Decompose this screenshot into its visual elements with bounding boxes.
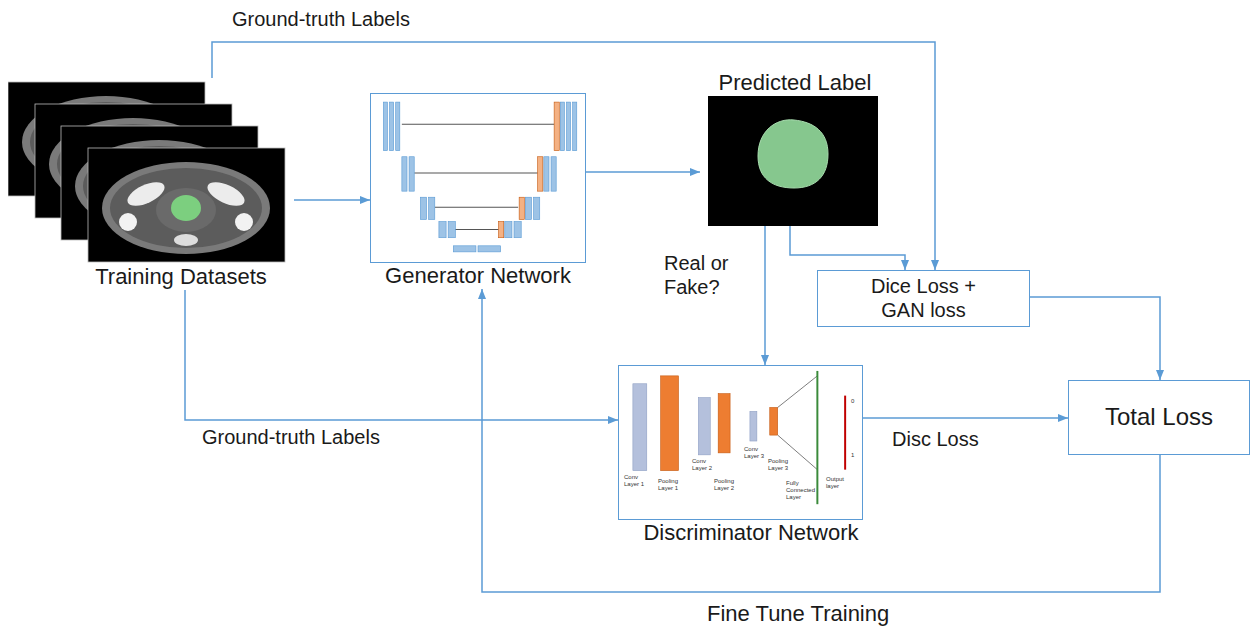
illustration-part xyxy=(414,172,537,173)
connector xyxy=(212,42,935,270)
illustration-part xyxy=(778,376,818,408)
layer-label: Conv Layer 3 xyxy=(744,446,768,460)
illustration-part xyxy=(758,120,828,188)
node-label: Generator Network xyxy=(370,263,586,289)
loss-box: Total Loss xyxy=(1068,380,1250,455)
illustration-part xyxy=(514,222,521,238)
layer-label: Fully Connected Layer xyxy=(786,480,814,501)
illustration-part xyxy=(534,197,540,219)
node-label: Training Datasets xyxy=(8,264,294,290)
illustration-part xyxy=(573,102,577,151)
illustration-part xyxy=(448,222,455,238)
illustration-part xyxy=(750,411,757,441)
layer-label: Conv Layer 2 xyxy=(692,458,718,472)
layer-label: 1 xyxy=(851,452,859,459)
illustration-part xyxy=(844,396,846,470)
edge-label: Real or Fake? xyxy=(662,252,758,299)
illustration-part xyxy=(171,195,201,221)
illustration-part xyxy=(554,102,559,151)
label-image: Predicted Label xyxy=(700,70,890,226)
illustration-part xyxy=(778,435,818,470)
illustration-part xyxy=(519,197,524,219)
unet-figure xyxy=(371,94,585,262)
edge-label: Ground-truth Labels xyxy=(230,8,412,32)
illustration-part xyxy=(538,157,543,191)
illustration-part xyxy=(453,246,476,252)
illustration-part xyxy=(383,102,387,151)
illustration-part xyxy=(551,157,556,191)
illustration-part xyxy=(383,102,576,252)
illustration-part xyxy=(661,376,679,471)
illustration-part xyxy=(429,197,435,219)
illustration-part xyxy=(453,229,498,230)
illustration-part xyxy=(770,407,778,435)
connector xyxy=(185,290,618,420)
network-frame xyxy=(618,365,863,520)
illustration-part xyxy=(708,96,878,226)
node-label: Dice Loss + GAN loss xyxy=(859,275,989,322)
illustration-part xyxy=(505,222,512,238)
connector xyxy=(482,289,1160,592)
illustration-part xyxy=(478,246,501,252)
label-image xyxy=(708,96,878,226)
illustration-part xyxy=(525,197,531,219)
layer-label: Pooling Layer 2 xyxy=(714,478,740,492)
connector xyxy=(294,199,370,201)
illustration-part xyxy=(560,102,564,151)
illustration-part xyxy=(499,222,504,238)
illustration-part xyxy=(88,148,285,262)
illustration-part xyxy=(499,102,560,238)
cnn-figure xyxy=(619,366,862,519)
image-stack: Training Datasets xyxy=(8,78,294,290)
layer-label: Conv Layer 1 xyxy=(624,474,652,488)
layer-label: Output layer xyxy=(826,476,854,490)
connector xyxy=(586,171,700,173)
illustration-part xyxy=(439,222,446,238)
network-box: Generator Network xyxy=(370,93,586,289)
illustration-part xyxy=(409,157,414,191)
connector xyxy=(764,226,766,365)
loss-box: Dice Loss + GAN loss xyxy=(817,270,1030,327)
illustration-part xyxy=(402,124,554,125)
illustration-part xyxy=(402,124,554,229)
node-label: Total Loss xyxy=(1105,403,1213,431)
illustration-part xyxy=(435,207,518,208)
layer-label: 0 xyxy=(851,398,859,405)
illustration-part xyxy=(390,102,394,151)
illustration-part xyxy=(544,157,549,191)
illustration-part xyxy=(718,394,730,453)
edge-label: Ground-truth Labels xyxy=(200,426,382,450)
illustration-part xyxy=(420,197,426,219)
connector xyxy=(790,226,905,270)
layer-label: Pooling Layer 1 xyxy=(658,478,686,492)
edge-label: Disc Loss xyxy=(890,428,981,452)
illustration-part xyxy=(816,371,818,504)
ct-image-stack xyxy=(8,78,290,264)
illustration-part xyxy=(396,102,400,151)
illustration-part xyxy=(633,384,647,471)
network-frame xyxy=(370,93,586,263)
edge-label: Fine Tune Training xyxy=(705,601,891,627)
illustration-part xyxy=(402,157,407,191)
node-label: Predicted Label xyxy=(700,70,890,96)
node-label: Discriminator Network xyxy=(618,520,884,546)
illustration-part xyxy=(566,102,570,151)
connector xyxy=(1030,297,1160,380)
connector xyxy=(863,417,1068,419)
illustration-part xyxy=(698,398,710,455)
layer-label: Pooling Layer 3 xyxy=(768,458,792,472)
